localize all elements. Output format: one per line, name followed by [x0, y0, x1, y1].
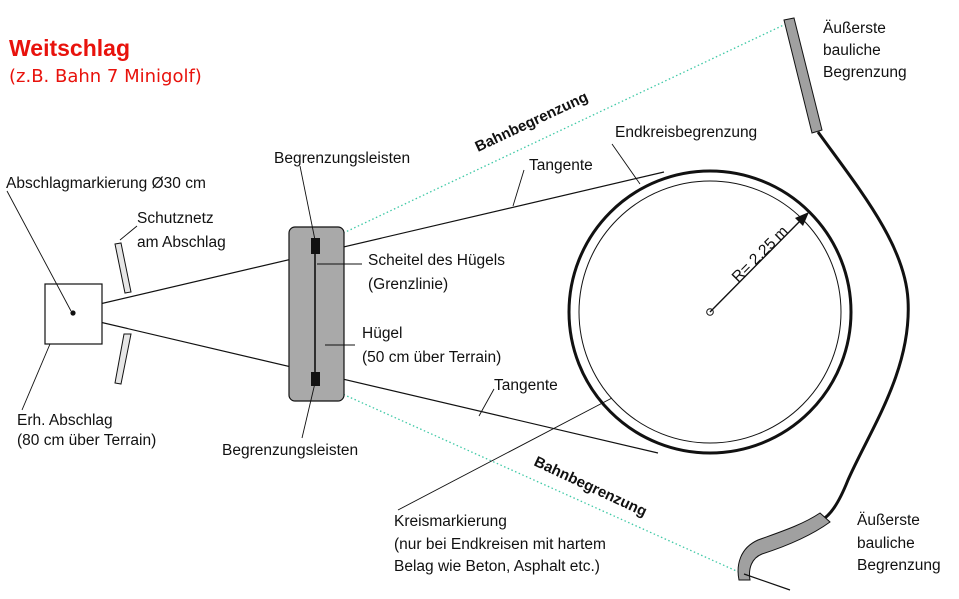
label-net-line2: am Abschlag — [137, 234, 226, 251]
label-outer-top-line3: Begrenzung — [823, 64, 907, 81]
label-outer-bottom-line3: Begrenzung — [857, 557, 941, 574]
label-raised-tee-line1: Erh. Abschlag — [17, 412, 113, 429]
label-hill-line2: (50 cm über Terrain) — [362, 349, 501, 366]
label-crest-line2: (Grenzlinie) — [368, 276, 448, 293]
radius-arrowhead — [795, 212, 809, 226]
leader-tangent-bottom — [478, 388, 495, 417]
label-raised-tee-line2: (80 cm über Terrain) — [17, 432, 156, 449]
leader-raised-tee — [21, 343, 51, 411]
outer-boundary-curve — [816, 131, 910, 522]
label-circle-marking-line1: Kreismarkierung — [394, 513, 507, 530]
label-net-line1: Schutznetz — [137, 210, 214, 227]
protective-net-lower — [114, 333, 132, 385]
label-outer-bottom-line2: bauliche — [857, 535, 915, 552]
leader-strips-top — [299, 165, 316, 241]
label-radius: R= 2.25 m — [729, 223, 792, 286]
circle-marking — [578, 180, 842, 444]
outer-wall-top — [783, 17, 823, 134]
label-end-circle: Endkreisbegrenzung — [615, 124, 757, 141]
label-outer-bottom-line1: Äußerste — [857, 512, 920, 529]
leader-strips-bottom — [301, 382, 316, 439]
boundary-strip-bottom — [311, 372, 320, 386]
label-crest-line1: Scheitel des Hügels — [368, 252, 505, 269]
label-strips-bottom: Begrenzungsleisten — [222, 442, 358, 459]
lane-boundary-bottom-line — [317, 382, 753, 579]
tangent-line-top — [73, 171, 665, 311]
outer-wall-bottom-tail — [743, 573, 791, 591]
label-tangent-bottom: Tangente — [494, 377, 558, 394]
protective-net-upper — [114, 242, 132, 294]
boundary-strip-top — [311, 238, 320, 254]
label-outer-top-line2: bauliche — [823, 42, 881, 59]
label-tangent-top: Tangente — [529, 157, 593, 174]
tangent-line-bottom — [73, 315, 659, 454]
radius-line — [709, 218, 803, 313]
outer-wall-bottom — [737, 512, 831, 581]
label-strips-top: Begrenzungsleisten — [274, 150, 410, 167]
label-outer-top-line1: Äußerste — [823, 20, 886, 37]
diagram-subtitle: (z.B. Bahn 7 Minigolf) — [9, 66, 202, 87]
leader-net — [119, 225, 138, 241]
label-circle-marking-line2: (nur bei Endkreisen mit hartem — [394, 536, 606, 553]
lane-boundary-top-line — [317, 21, 791, 246]
leader-tangent-top — [512, 169, 525, 207]
diagram-title: Weitschlag — [9, 35, 130, 61]
end-circle-boundary — [567, 169, 853, 455]
label-hill-line1: Hügel — [362, 325, 403, 342]
leader-end-circle — [611, 143, 641, 185]
leader-tee-marking — [6, 190, 72, 312]
label-circle-marking-line3: Belag wie Beton, Asphalt etc.) — [394, 558, 600, 575]
leader-circle-marking — [397, 397, 613, 511]
label-tee-marking: Abschlagmarkierung Ø30 cm — [6, 175, 206, 192]
tee-marking-dot — [70, 310, 76, 316]
label-lane-boundary-top: Bahnbegrenzung — [473, 88, 591, 155]
hill — [288, 226, 345, 402]
